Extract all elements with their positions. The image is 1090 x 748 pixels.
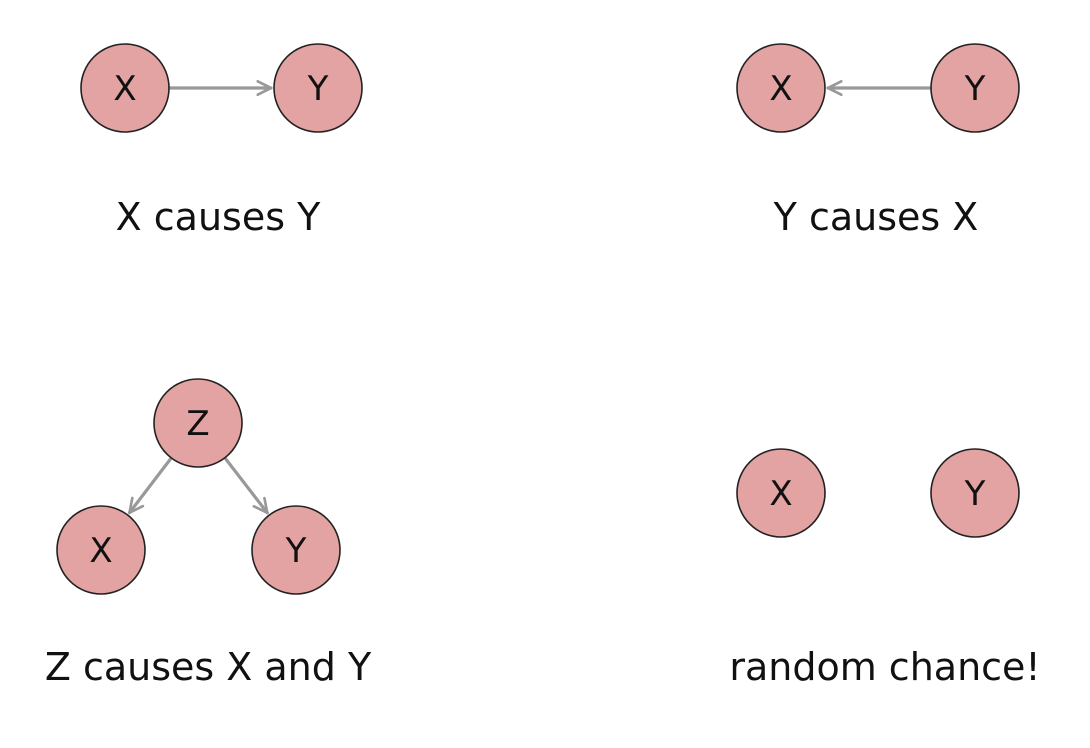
- panel-z-causes-x-and-y: Z X Y Z causes X and Y: [45, 378, 372, 689]
- panel-x-causes-y: X Y X causes Y: [80, 43, 363, 239]
- panel-caption: X causes Y: [116, 195, 321, 239]
- node-circle: [736, 448, 826, 538]
- node-label: X: [113, 69, 136, 109]
- node-label: Y: [285, 531, 307, 571]
- node-y: Y: [930, 43, 1020, 133]
- arrow-z-to-x: [127, 457, 173, 515]
- node-y: Y: [930, 448, 1020, 538]
- node-circle: [56, 505, 146, 595]
- node-circle: [930, 448, 1020, 538]
- node-label: X: [89, 531, 112, 571]
- panel-caption: Z causes X and Y: [45, 645, 372, 689]
- node-circle: [273, 43, 363, 133]
- node-x: X: [736, 448, 826, 538]
- node-label: X: [769, 474, 792, 514]
- arrow-z-to-y: [223, 457, 269, 515]
- node-circle: [930, 43, 1020, 133]
- node-circle: [80, 43, 170, 133]
- node-x: X: [56, 505, 146, 595]
- node-label: Y: [964, 474, 986, 514]
- panel-y-causes-x: X Y Y causes X: [736, 43, 1020, 239]
- node-x: X: [80, 43, 170, 133]
- node-z: Z: [153, 378, 243, 468]
- panel-caption: random chance!: [729, 645, 1040, 689]
- panel-caption: Y causes X: [773, 195, 979, 239]
- node-label: Z: [186, 404, 209, 444]
- node-circle: [251, 505, 341, 595]
- node-x: X: [736, 43, 826, 133]
- node-y: Y: [251, 505, 341, 595]
- node-circle: [153, 378, 243, 468]
- node-circle: [736, 43, 826, 133]
- node-label: Y: [964, 69, 986, 109]
- node-y: Y: [273, 43, 363, 133]
- node-label: Y: [307, 69, 329, 109]
- node-label: X: [769, 69, 792, 109]
